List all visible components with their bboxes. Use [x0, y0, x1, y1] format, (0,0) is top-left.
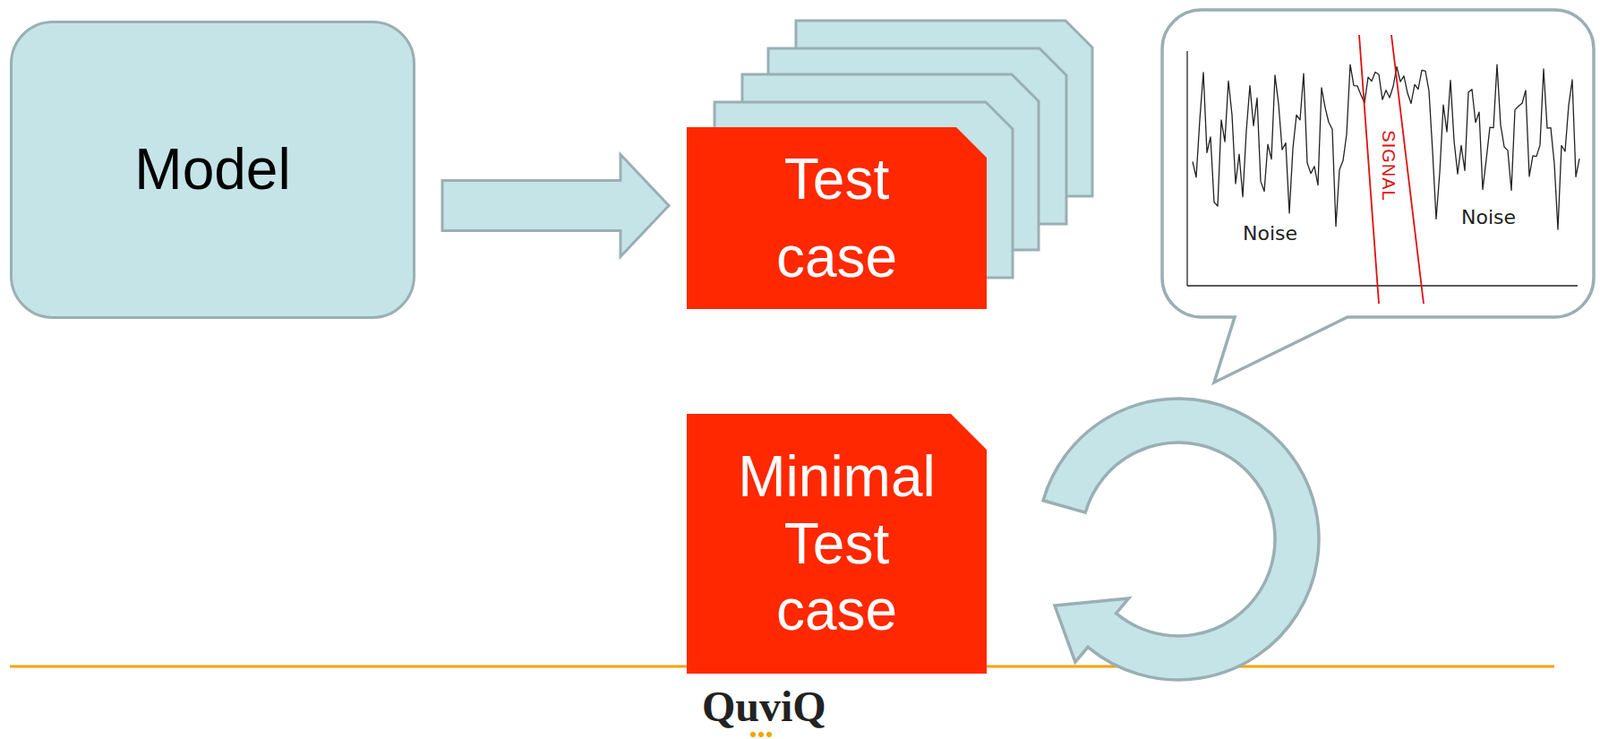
test-case-card: Test case	[686, 127, 987, 309]
box-label: Model	[134, 135, 291, 205]
logo-dot	[758, 731, 764, 737]
logo-text: QuviQ	[701, 684, 827, 728]
noise-label: Noise	[1242, 222, 1298, 245]
logo-dot	[766, 731, 772, 737]
logo-dots	[750, 731, 772, 737]
card-fill	[686, 127, 987, 309]
signal-label: SIGNAL	[1379, 129, 1398, 201]
card-label: Test case	[743, 140, 932, 296]
speech-bubble: Noise SIGNAL Noise	[1160, 8, 1596, 319]
card-fill	[686, 413, 987, 674]
bubble-shape	[1160, 8, 1596, 389]
logo-dot	[750, 731, 756, 737]
model-box: Model	[9, 20, 416, 319]
noise-label: Noise	[1461, 206, 1516, 229]
minimal-test-case-card: Minimal Test case	[686, 413, 987, 674]
cycle-arrow	[1043, 398, 1319, 680]
plot-axis	[1186, 51, 1188, 286]
signal-bound	[1359, 34, 1379, 304]
card-label: Minimal Test case	[731, 443, 942, 645]
bubble-outline	[1162, 9, 1594, 383]
noise-curve	[1192, 64, 1580, 230]
block-arrow	[442, 154, 669, 257]
plot-axis	[1187, 284, 1578, 286]
